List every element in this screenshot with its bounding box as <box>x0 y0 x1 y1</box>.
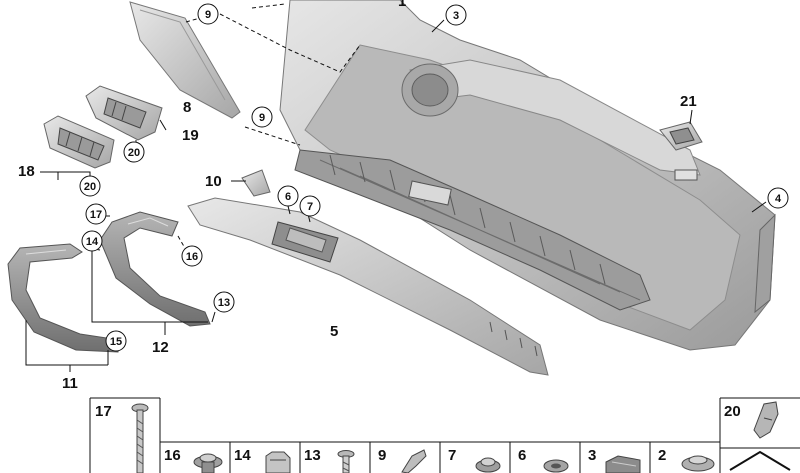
table-cell-17-label: 17 <box>95 403 112 420</box>
svg-text:17: 17 <box>90 209 102 221</box>
table-corner-arrow-icon <box>729 450 791 471</box>
leader-lines <box>25 3 767 372</box>
callout-20-lower: 20 <box>79 175 101 197</box>
callout-9-middle: 9 <box>251 106 273 128</box>
grab-trim-part-12 <box>99 211 211 327</box>
lower-bezel-part-11 <box>7 243 121 353</box>
screw-13-icon <box>337 450 355 473</box>
label-10: 10 <box>205 173 222 190</box>
label-1: 1 <box>398 0 406 10</box>
clip-14-icon <box>265 451 291 473</box>
label-21: 21 <box>680 93 697 110</box>
table-cell-7-label: 7 <box>448 447 456 464</box>
switch-panel-part-19 <box>85 85 163 141</box>
svg-text:20: 20 <box>84 181 96 193</box>
bezel-part-21 <box>659 121 703 151</box>
table-cell-6-label: 6 <box>518 447 526 464</box>
svg-text:20: 20 <box>128 147 140 159</box>
callout-7: 7 <box>299 195 321 217</box>
grommet-7-icon <box>475 457 501 473</box>
svg-text:13: 13 <box>218 297 230 309</box>
callout-14: 14 <box>81 230 103 252</box>
screw-17-icon <box>131 403 149 473</box>
svg-text:9: 9 <box>259 112 265 124</box>
door-panel-part <box>279 0 776 351</box>
cap-part-10 <box>241 169 271 197</box>
svg-text:14: 14 <box>86 236 99 248</box>
table-cell-3-label: 3 <box>588 447 596 464</box>
callouts: 9 3 4 9 6 7 20 20 <box>18 0 789 392</box>
callout-20-upper: 20 <box>123 141 145 163</box>
callout-4: 4 <box>767 187 789 209</box>
upper-trim-part-8 <box>129 1 241 119</box>
fastener-table: 17 16 14 13 9 7 6 3 2 20 <box>89 397 800 473</box>
label-11: 11 <box>62 375 78 392</box>
svg-text:3: 3 <box>453 10 459 22</box>
callout-9-top: 9 <box>197 3 219 25</box>
clip-16-icon <box>193 453 223 473</box>
table-cell-20-label: 20 <box>724 403 741 420</box>
callout-6: 6 <box>277 185 299 207</box>
callout-15: 15 <box>105 330 127 352</box>
clip-3-icon <box>605 455 641 473</box>
switch-panel-part-18 <box>43 115 115 169</box>
table-cell-2-label: 2 <box>658 447 666 464</box>
callout-16: 16 <box>181 245 203 267</box>
table-cell-16-label: 16 <box>164 447 181 464</box>
rivet-2-icon <box>681 455 715 472</box>
callout-17: 17 <box>85 203 107 225</box>
svg-text:6: 6 <box>285 191 291 203</box>
svg-text:4: 4 <box>775 193 782 205</box>
table-cell-13-label: 13 <box>304 447 321 464</box>
svg-text:16: 16 <box>186 251 198 263</box>
clip-9-icon <box>401 449 427 473</box>
svg-text:7: 7 <box>307 201 313 213</box>
label-19: 19 <box>182 127 199 144</box>
table-cell-14-label: 14 <box>234 447 251 464</box>
label-18: 18 <box>18 163 35 180</box>
label-12: 12 <box>152 339 169 356</box>
table-cell-9-label: 9 <box>378 447 386 464</box>
callout-13: 13 <box>213 291 235 313</box>
clip-20-icon <box>753 401 779 439</box>
label-5: 5 <box>330 323 338 340</box>
callout-3: 3 <box>445 4 467 26</box>
svg-text:15: 15 <box>110 336 122 348</box>
svg-text:9: 9 <box>205 9 211 21</box>
nut-6-icon <box>543 459 569 473</box>
armrest-trim-part-5 <box>187 197 549 376</box>
label-8: 8 <box>183 99 191 116</box>
